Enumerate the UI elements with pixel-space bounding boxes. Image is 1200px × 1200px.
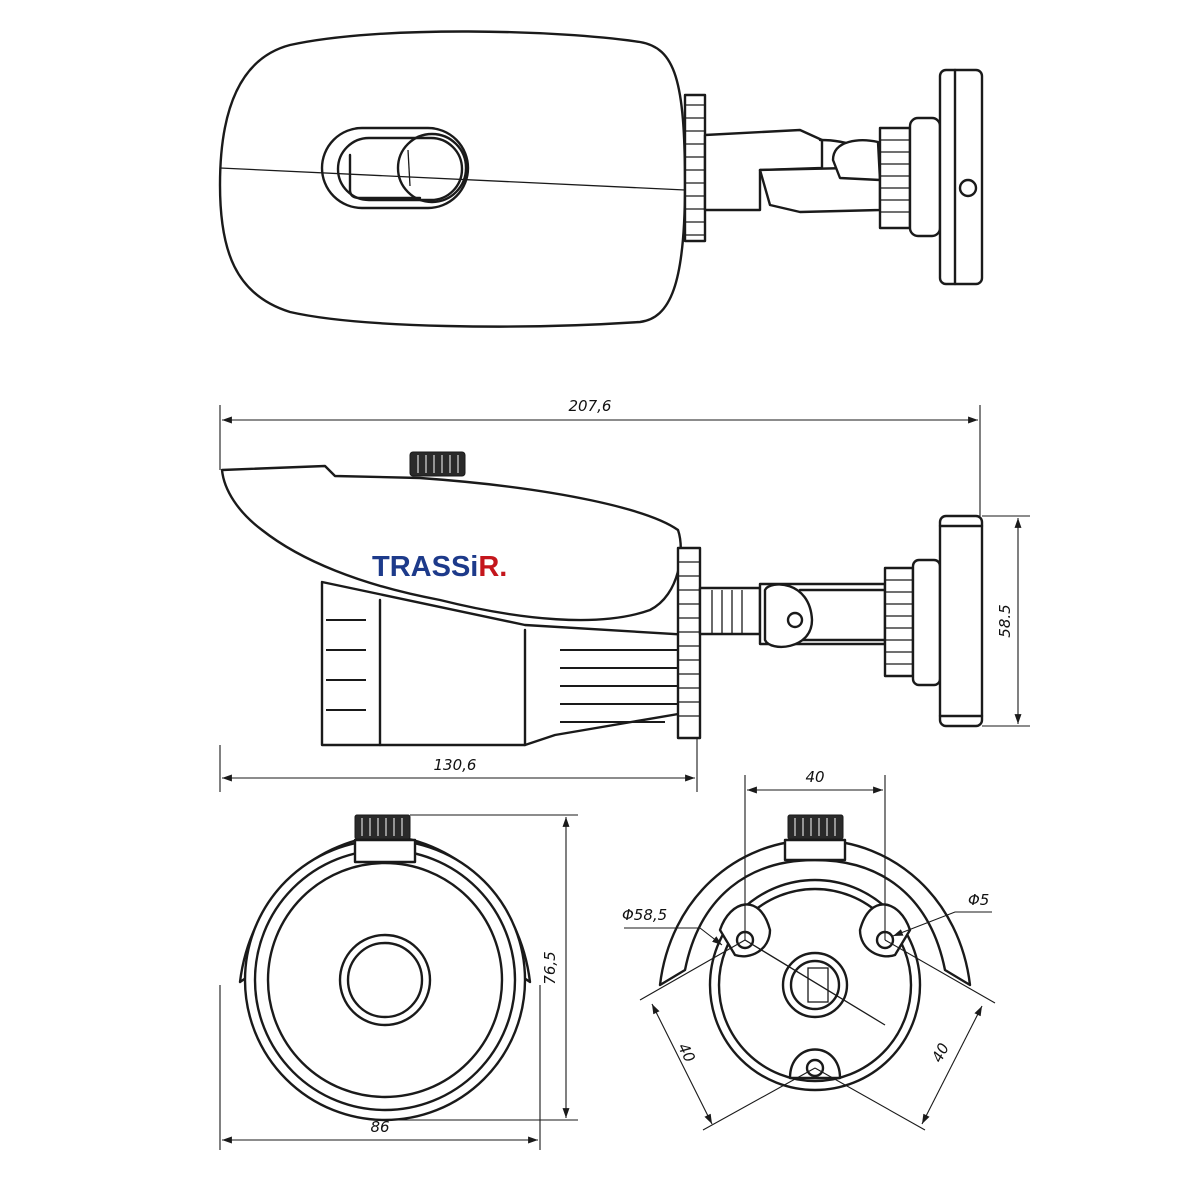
dim-label-front-height: 76,5	[541, 951, 559, 984]
dimension-front-height: 76,5	[385, 814, 578, 1121]
dim-label-bracket: 58.5	[996, 604, 1014, 637]
dim-label-overall: 207,6	[569, 397, 612, 415]
dim-label-hole-left: 40	[674, 1040, 699, 1065]
rear-view	[658, 814, 972, 1092]
front-view	[238, 814, 532, 1122]
dimension-housing-length: 130,6	[219, 738, 698, 792]
dim-label-hole-top: 40	[805, 768, 824, 786]
top-view	[218, 30, 984, 328]
threaded-ring	[683, 93, 707, 243]
dimension-front-width: 86	[219, 985, 541, 1150]
trassir-logo: TRASSiR.	[372, 551, 507, 583]
dimension-base-diameter: Φ58,5	[622, 906, 723, 946]
top-knob	[409, 451, 466, 477]
dimension-hole-diameter: Φ5	[892, 891, 992, 937]
dim-label-hole-diameter: Φ5	[968, 891, 989, 909]
dim-label-front-width: 86	[370, 1118, 389, 1136]
dimension-bracket-height: 58.5	[982, 515, 1030, 727]
dim-label-base-diameter: Φ58,5	[622, 906, 667, 924]
dimension-overall-length: 207,6	[219, 397, 981, 516]
side-view: TRASSiR.	[220, 451, 984, 747]
dim-label-hole-right: 40	[928, 1040, 953, 1065]
focus-slot-icon	[320, 126, 470, 210]
dim-label-housing: 130,6	[434, 756, 477, 774]
dimension-hole-spacing-top: 40	[744, 768, 886, 940]
